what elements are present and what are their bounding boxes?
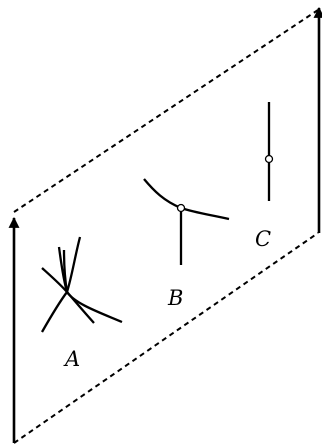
plane-top-edge (13, 9, 319, 213)
label-b: B (167, 286, 183, 310)
figure-a-curve-1 (41, 267, 95, 324)
figure-c-point (264, 154, 274, 164)
figure-a-curve-3 (57, 246, 123, 324)
label-c: C (255, 227, 271, 251)
label-a: A (63, 347, 80, 371)
figure-a (41, 236, 123, 333)
figure-b (143, 178, 230, 265)
plane-bottom-edge (13, 232, 319, 444)
figure-b-point (176, 203, 186, 213)
figure-a-curve-4 (62, 249, 69, 293)
figure-b-curve (143, 178, 230, 221)
